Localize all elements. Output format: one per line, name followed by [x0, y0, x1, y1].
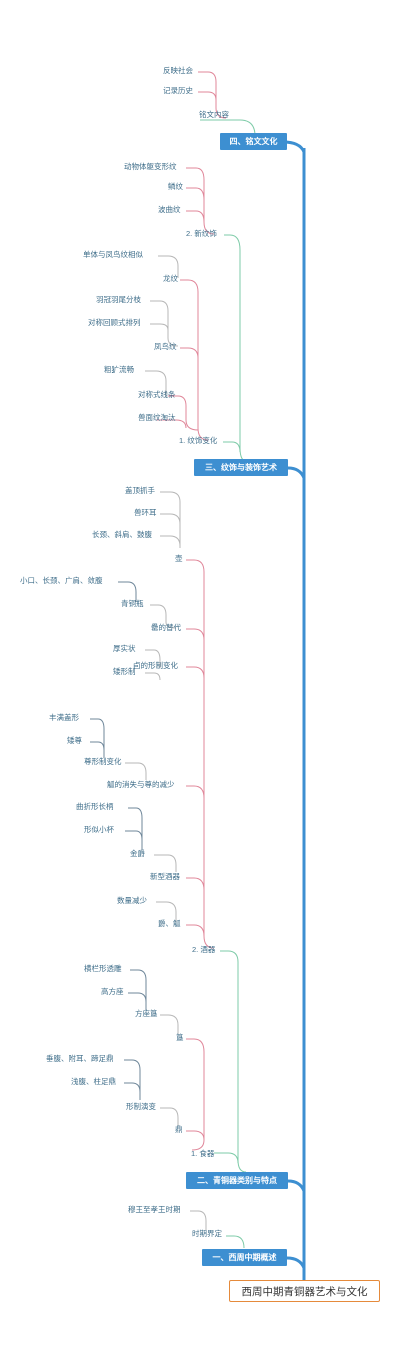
node-ding[interactable]: 鼎 [175, 1125, 183, 1134]
node-symmetric-return[interactable]: 对称回顾式排列 [88, 318, 141, 327]
node-hu[interactable]: 壶 [175, 554, 183, 563]
node-hu-shape[interactable]: 长颈、斜肩、鼓腹 [92, 530, 152, 539]
node-high-base[interactable]: 高方座 [101, 987, 124, 996]
node-hu-lid[interactable]: 盖顶抓手 [125, 486, 155, 495]
node-ding-b[interactable]: 浅腹、柱足鼎 [71, 1077, 116, 1086]
node-qty-reduce[interactable]: 数量减少 [117, 896, 147, 905]
node-food-vessel[interactable]: 1. 食器 [191, 1149, 215, 1158]
node-shape-evolve[interactable]: 形制演变 [126, 1102, 156, 1111]
node-zun-change[interactable]: 尊形制变化 [84, 757, 122, 766]
node-phoenix-pattern[interactable]: 凤鸟纹 [154, 342, 177, 351]
node-cup-like[interactable]: 形似小杯 [84, 825, 114, 834]
section-decoration-art[interactable]: 三、纹饰与装饰艺术 [194, 459, 288, 476]
node-jin-jue[interactable]: 金爵 [130, 849, 145, 858]
node-curved-handle[interactable]: 曲折形长柄 [76, 802, 114, 811]
node-hu-ear[interactable]: 兽环耳 [134, 508, 157, 517]
node-wine-vessel[interactable]: 2. 酒器 [192, 945, 216, 954]
node-plume-split[interactable]: 羽冠羽尾分枝 [96, 295, 141, 304]
node-dragon-pattern[interactable]: 龙纹 [163, 274, 178, 283]
node-short-zun[interactable]: 矮尊 [67, 736, 82, 745]
node-inscription-content[interactable]: 铭文内容 [199, 110, 229, 119]
node-animal-pattern[interactable]: 动物体躯变形纹 [124, 162, 177, 171]
node-rich-lid[interactable]: 丰满盖形 [49, 713, 79, 722]
section-bronze-categories[interactable]: 二、青铜器类别与特点 [186, 1172, 288, 1189]
node-wave-pattern[interactable]: 波曲纹 [158, 205, 181, 214]
node-scale-pattern[interactable]: 鳞纹 [168, 182, 183, 191]
node-period-definition[interactable]: 时期界定 [192, 1229, 222, 1238]
root-topic[interactable]: 西周中期青铜器艺术与文化 [229, 1280, 380, 1302]
section-inscription-culture[interactable]: 四、铭文文化 [220, 133, 287, 150]
node-short-shape[interactable]: 矮形制 [113, 667, 136, 676]
node-jue-jia[interactable]: 爵、觚 [158, 919, 181, 928]
node-symmetric-lines[interactable]: 对称式线条 [138, 390, 176, 399]
node-square-base-gui[interactable]: 方座簋 [135, 1009, 158, 1018]
node-beast-face-decline[interactable]: 兽面纹淘汰 [138, 413, 176, 422]
node-bottle-feature[interactable]: 小口、长颈、广肩、敛腹 [20, 576, 103, 585]
node-openwork[interactable]: 横栏形透雕 [84, 964, 122, 973]
node-gu-zun-reduce[interactable]: 觚的消失与尊的减少 [107, 780, 175, 789]
node-bronze-bottle[interactable]: 青铜瓶 [121, 599, 144, 608]
node-decor-change[interactable]: 1. 纹饰变化 [179, 436, 218, 445]
node-lei-replace[interactable]: 罍的替代 [151, 623, 181, 632]
node-gui[interactable]: 簋 [176, 1033, 184, 1042]
node-record-history[interactable]: 记录历史 [163, 86, 193, 95]
node-reflect-society[interactable]: 反映社会 [163, 66, 193, 75]
node-new-decor[interactable]: 2. 新纹饰 [186, 229, 217, 238]
node-rough-smooth[interactable]: 粗犷流畅 [104, 365, 134, 374]
node-single-phoenix-dragon[interactable]: 单体与凤鸟纹相似 [83, 250, 143, 259]
node-kings-period[interactable]: 穆王至孝王时期 [128, 1205, 181, 1214]
node-new-wine-vessel[interactable]: 新型酒器 [150, 872, 180, 881]
node-ding-a[interactable]: 垂腹、附耳、蹄足鼎 [46, 1054, 114, 1063]
node-thick[interactable]: 厚实状 [113, 644, 136, 653]
node-you-change[interactable]: 卣的形制变化 [133, 661, 178, 670]
section-overview[interactable]: 一、西周中期概述 [202, 1249, 287, 1266]
